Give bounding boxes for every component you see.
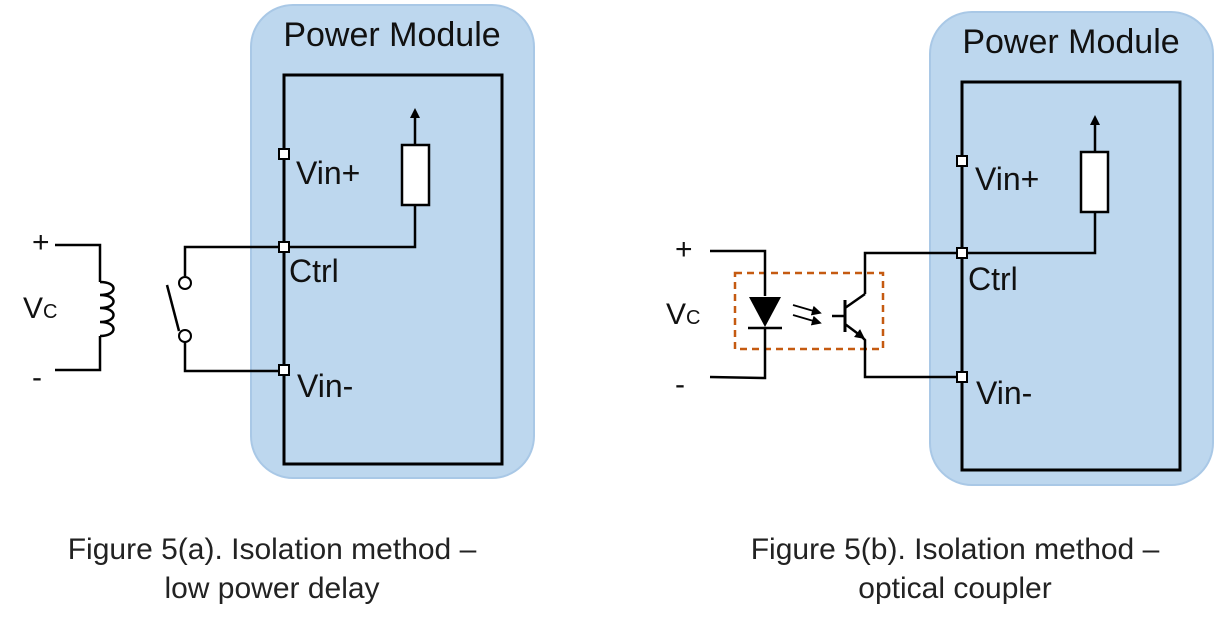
terminal-ctrl xyxy=(278,241,290,253)
minus-sign: - xyxy=(675,368,685,401)
power-module-background xyxy=(929,11,1214,486)
load-resistor xyxy=(400,143,431,207)
label-ctrl: Ctrl xyxy=(968,261,1018,297)
switch-bottom-wire xyxy=(183,342,284,373)
vc-label: VC xyxy=(666,298,700,331)
terminal-vin-plus xyxy=(278,148,290,160)
coil-top-wire xyxy=(55,243,102,282)
minus-sign: - xyxy=(32,361,42,394)
switch-blade xyxy=(165,284,181,332)
diagram-a: Power Module Vin+ Ctrl Vin- + - VC Figur… xyxy=(23,4,535,605)
plus-sign: + xyxy=(675,233,693,266)
plus-sign: + xyxy=(32,226,50,259)
emitter-wire xyxy=(861,336,962,379)
terminal-ctrl xyxy=(956,247,968,259)
led-anode-wire xyxy=(710,249,767,296)
collector-wire xyxy=(863,251,962,294)
coil-bottom-wire xyxy=(55,336,102,372)
phototransistor-emitter xyxy=(844,323,865,339)
module-frame xyxy=(960,80,1182,472)
led-diode-icon xyxy=(749,297,781,327)
label-vin-minus: Vin- xyxy=(297,368,353,404)
caption-b-line1: Figure 5(b). Isolation method – xyxy=(751,533,1160,566)
ctrl-to-resistor-wire xyxy=(962,212,1097,255)
led-cathode-wire xyxy=(709,328,767,380)
power-module-title: Power Module xyxy=(962,23,1179,61)
label-vin-plus: Vin+ xyxy=(975,161,1039,197)
label-vin-plus: Vin+ xyxy=(296,155,360,191)
label-vin-minus: Vin- xyxy=(976,375,1032,411)
label-ctrl: Ctrl xyxy=(289,253,339,289)
module-frame xyxy=(282,73,504,466)
light-arrow-icon xyxy=(792,314,822,326)
ctrl-to-resistor-wire xyxy=(284,205,417,249)
optocoupler-box xyxy=(733,271,885,351)
caption-a-line1: Figure 5(a). Isolation method – xyxy=(68,533,477,566)
switch-contact-bottom xyxy=(178,329,192,343)
switch-contact-top xyxy=(178,276,192,290)
caption-b-line2: optical coupler xyxy=(858,572,1051,605)
load-resistor xyxy=(1079,150,1110,214)
switch-top-wire xyxy=(183,245,284,276)
vc-label: VC xyxy=(23,292,57,325)
terminal-vin-minus xyxy=(278,364,290,376)
terminal-vin-minus xyxy=(956,371,968,383)
relay-coil-icon xyxy=(99,280,115,338)
power-module-title: Power Module xyxy=(283,16,500,54)
terminal-vin-plus xyxy=(956,155,968,167)
caption-a-line2: low power delay xyxy=(164,572,379,605)
phototransistor-collector xyxy=(844,292,866,310)
diagram-b: Power Module Vin+ Ctrl Vin- + - VC xyxy=(666,11,1214,605)
light-arrow-icon xyxy=(792,304,822,316)
power-module-background xyxy=(250,4,535,479)
